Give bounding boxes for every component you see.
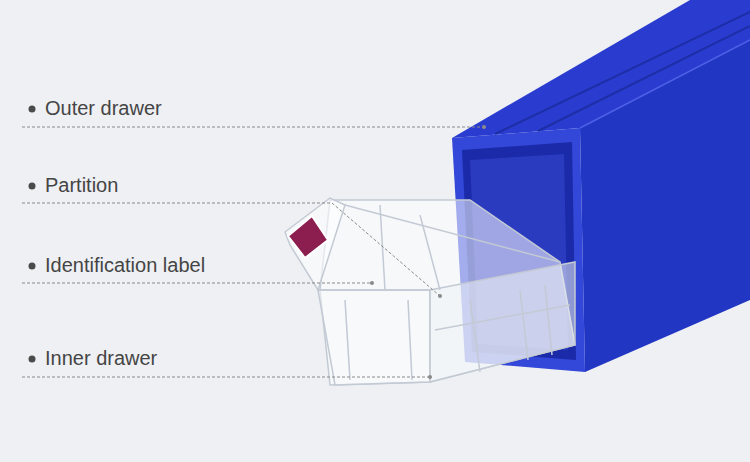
part-label: Inner drawer	[45, 346, 157, 370]
part-label: Outer drawer	[45, 96, 162, 120]
part-label: Partition	[45, 173, 118, 197]
part-label: Identification label	[45, 253, 205, 277]
bullet-dots	[29, 106, 36, 363]
inner-drawer-figure	[285, 198, 575, 385]
leader-lines	[22, 127, 484, 377]
leader-ends	[370, 125, 486, 379]
label-slot	[288, 216, 328, 258]
